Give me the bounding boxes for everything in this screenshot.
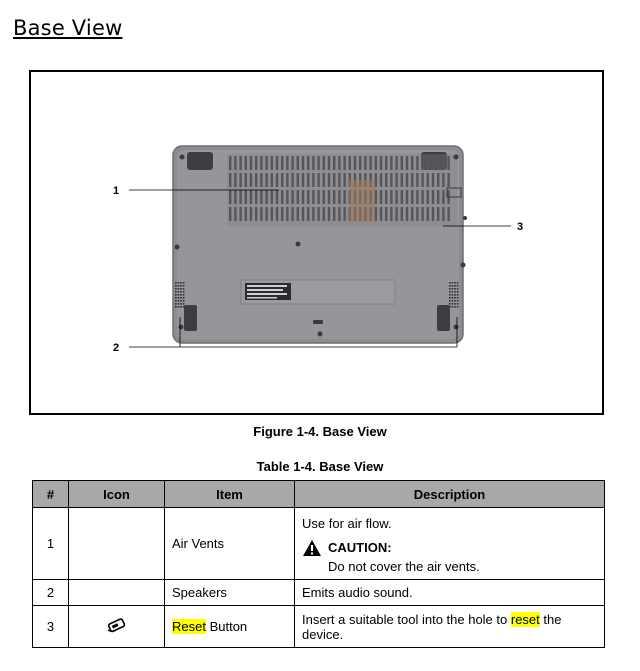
row-number: 3 [32, 605, 69, 648]
table-header-row: # Icon Item Description [32, 480, 605, 508]
row-description: Insert a suitable tool into the hole to … [294, 605, 605, 648]
caution-title: CAUTION: [328, 540, 392, 555]
row-description: Emits audio sound. [294, 579, 605, 606]
header-item: Item [164, 480, 295, 508]
top-left-foot [187, 152, 213, 170]
bottom-logo [313, 320, 323, 324]
callout-3: 3 [517, 221, 523, 233]
reset-button-icon [107, 618, 125, 633]
table-row: 3 Reset Button Insert a suitable tool in… [32, 605, 605, 648]
row-item: Reset Button [164, 605, 295, 648]
table-caption: Table 1-4. Base View [256, 459, 384, 474]
heatsink-fins [349, 180, 375, 222]
row-description: Use for air flow. CAUTION: Do not cover … [294, 507, 605, 580]
row-icon [68, 605, 165, 648]
row-number: 2 [32, 579, 69, 606]
desc-before: Insert a suitable tool into the hole to [302, 611, 511, 627]
item-rest: Button [205, 619, 248, 634]
header-description: Description [294, 480, 605, 508]
base-view-figure: 1 2 3 [29, 70, 604, 415]
table-row: 1 Air Vents Use for air flow. CAUTION: D… [32, 507, 605, 580]
product-label [245, 283, 291, 300]
figure-caption: Figure 1-4. Base View [253, 424, 387, 439]
laptop-base-illustration: 1 2 3 [113, 145, 523, 354]
bottom-right-foot [437, 305, 450, 331]
reset-button-slot [446, 187, 462, 198]
speaker-grille-left [175, 282, 185, 308]
header-icon: Icon [68, 480, 165, 508]
description-text: Use for air flow. [302, 515, 392, 531]
page-title: Base View [13, 16, 123, 40]
caution-text: Do not cover the air vents. [328, 558, 480, 574]
header-num: # [32, 480, 69, 508]
desc-after: the device. [302, 611, 562, 642]
callout-1: 1 [113, 185, 119, 197]
base-view-table: # Icon Item Description 1 Air Vents Use … [32, 480, 605, 648]
bottom-left-foot [184, 305, 197, 331]
row-item: Air Vents [164, 507, 295, 580]
table-row: 2 Speakers Emits audio sound. [32, 579, 605, 606]
row-icon [68, 507, 165, 580]
callout-2: 2 [113, 342, 119, 354]
highlight-reset-desc: reset [510, 611, 540, 627]
row-number: 1 [32, 507, 69, 580]
row-icon [68, 579, 165, 606]
speaker-grille-right [449, 282, 459, 308]
highlight-reset-item: Reset [172, 619, 206, 634]
row-item: Speakers [164, 579, 295, 606]
warning-icon [303, 539, 321, 556]
caution-heading: CAUTION: [302, 539, 597, 557]
